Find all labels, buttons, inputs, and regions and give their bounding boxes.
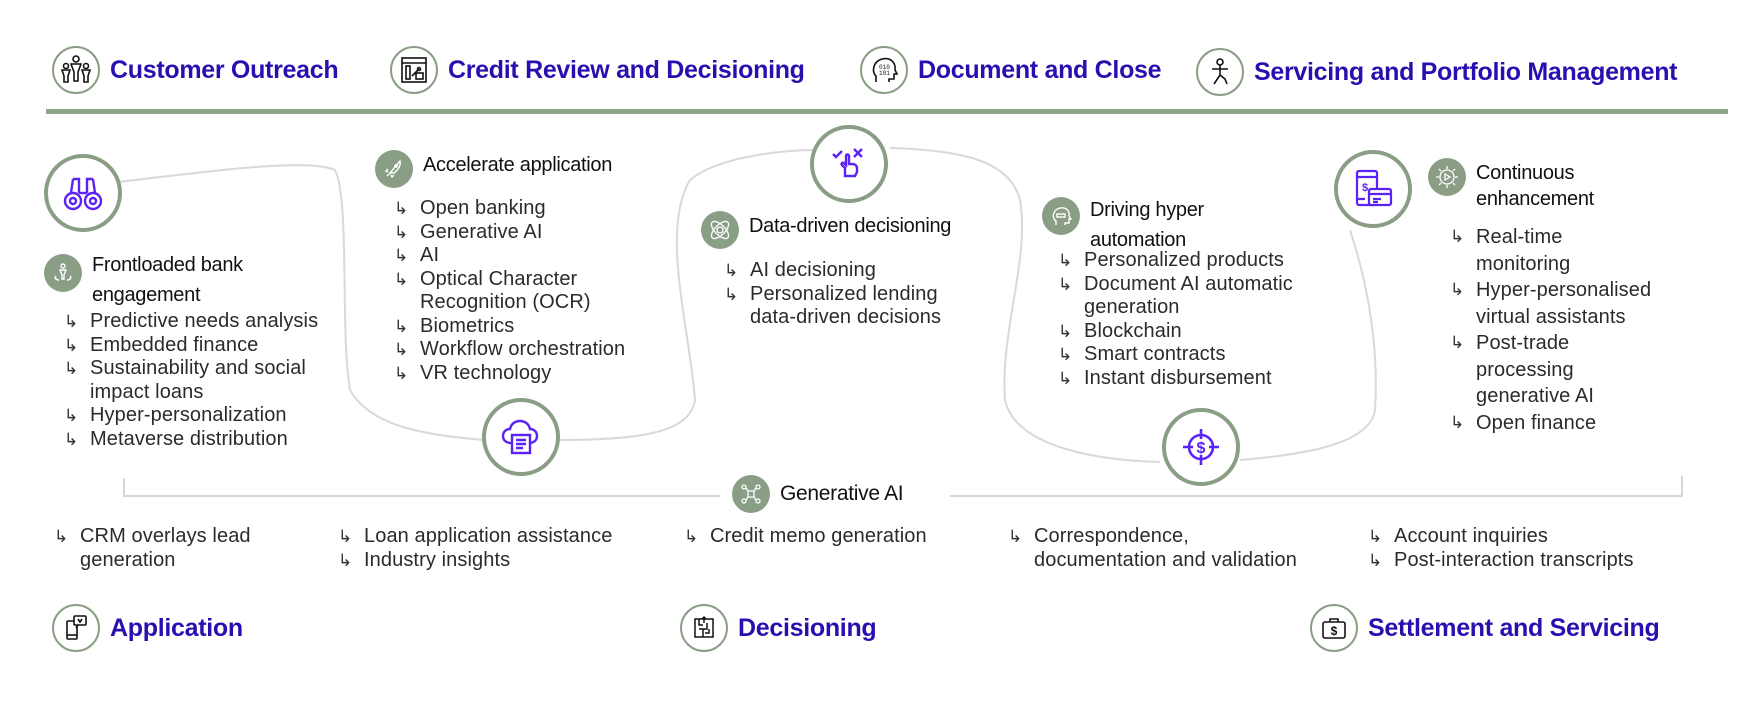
- list-item: Account inquiries: [1366, 525, 1706, 549]
- list-item: Open banking: [392, 197, 662, 221]
- list-item: Blockchain: [1056, 320, 1326, 344]
- capability-title: Frontloaded bank engagement: [92, 254, 243, 306]
- genai-column-2: Loan application assistance Industry ins…: [336, 525, 656, 572]
- capability-title: Accelerate application: [423, 154, 613, 176]
- stage-settlement-servicing: $ Settlement and Servicing: [1310, 604, 1660, 652]
- svg-text:101: 101: [879, 70, 890, 77]
- list-item: Personalized products: [1056, 249, 1326, 273]
- list-item: Credit memo generation: [682, 525, 982, 549]
- capability-continuous: Continuous enhancement: [1428, 158, 1626, 212]
- top-divider: [46, 109, 1728, 114]
- rocket-icon: [375, 150, 413, 188]
- list-item: Biometrics: [392, 315, 662, 339]
- stage-customer-outreach: Customer Outreach: [52, 46, 339, 94]
- stage-title: Settlement and Servicing: [1368, 613, 1660, 642]
- phone-card-payment-icon: $: [1334, 150, 1412, 228]
- list-item: CRM overlays lead generation: [52, 525, 292, 572]
- list-item: Sustainability and social impact loans: [62, 357, 352, 404]
- list-item: Predictive needs analysis: [62, 310, 352, 334]
- stage-decisioning: Decisioning: [680, 604, 877, 652]
- capability-frontloaded: Frontloaded bank engagement: [44, 250, 292, 310]
- list-item: Workflow orchestration: [392, 338, 662, 362]
- list-item: Post-trade processing generative AI: [1448, 330, 1626, 410]
- stage-title: Credit Review and Decisioning: [448, 55, 805, 84]
- stage-title: Decisioning: [738, 613, 877, 642]
- stage-title: Servicing and Portfolio Management: [1254, 57, 1678, 86]
- list-item: AI decisioning: [722, 259, 972, 283]
- list-item: Smart contracts: [1056, 343, 1326, 367]
- stage-title: Application: [110, 613, 243, 642]
- list-item: Hyper-personalization: [62, 404, 352, 428]
- gear-play-icon: [1428, 158, 1466, 196]
- list-item: Hyper-personalised virtual assistants: [1448, 277, 1678, 330]
- generative-ai-title: Generative AI: [780, 482, 904, 505]
- svg-text:010: 010: [879, 64, 890, 71]
- people-network-icon: [52, 46, 100, 94]
- atom-icon: [701, 211, 739, 249]
- phone-chat-icon: [52, 604, 100, 652]
- capability-accelerate: Accelerate application: [375, 150, 612, 188]
- head-chip-icon: [1042, 197, 1080, 235]
- stick-figure-icon: [1196, 48, 1244, 96]
- list-item: Document AI automatic generation: [1056, 273, 1326, 320]
- list-item: Metaverse distribution: [62, 428, 352, 452]
- list-item: Real-time monitoring: [1448, 224, 1606, 277]
- genai-column-1: CRM overlays lead generation: [52, 525, 292, 572]
- briefcase-dollar-icon: $: [1310, 604, 1358, 652]
- list-item: Personalized lending data-driven decisio…: [722, 283, 972, 330]
- capability-list-data-driven: AI decisioning Personalized lending data…: [722, 259, 972, 330]
- binoculars-icon: [44, 154, 122, 232]
- browser-flow-icon: [390, 46, 438, 94]
- capability-list-accelerate: Open banking Generative AI AI Optical Ch…: [392, 197, 662, 385]
- stage-title: Document and Close: [918, 55, 1162, 84]
- list-item: Post-interaction transcripts: [1366, 549, 1706, 573]
- capability-list-hyper-automation: Personalized products Document AI automa…: [1056, 249, 1326, 390]
- capability-list-frontloaded: Predictive needs analysis Embedded finan…: [62, 310, 352, 451]
- svg-text:$: $: [1197, 440, 1206, 457]
- list-item: Industry insights: [336, 549, 656, 573]
- capability-title: Continuous enhancement: [1476, 162, 1594, 210]
- stage-servicing-portfolio: Servicing and Portfolio Management: [1196, 48, 1678, 96]
- list-item: AI: [392, 244, 662, 268]
- capability-data-driven: Data-driven decisioning: [701, 211, 951, 249]
- list-item: Embedded finance: [62, 334, 352, 358]
- svg-text:$: $: [1331, 624, 1338, 638]
- list-item: Optical Character Recognition (OCR): [392, 268, 662, 315]
- list-item: VR technology: [392, 362, 662, 386]
- list-item: Correspondence, documentation and valida…: [1006, 525, 1316, 572]
- list-item: Open finance: [1448, 410, 1678, 437]
- list-item: Loan application assistance: [336, 525, 656, 549]
- hand-check-cross-icon: [810, 125, 888, 203]
- svg-text:$: $: [1362, 182, 1368, 194]
- capability-title: Data-driven decisioning: [749, 215, 952, 237]
- list-item: Instant disbursement: [1056, 367, 1326, 391]
- stage-title: Customer Outreach: [110, 55, 339, 84]
- maze-icon: [680, 604, 728, 652]
- genai-column-3: Credit memo generation: [682, 525, 982, 549]
- capability-hyper-automation: Driving hyper automation: [1042, 195, 1260, 255]
- genai-column-5: Account inquiries Post-interaction trans…: [1366, 525, 1706, 572]
- capability-title: Driving hyper automation: [1090, 199, 1204, 251]
- genai-column-4: Correspondence, documentation and valida…: [1006, 525, 1316, 572]
- stage-application: Application: [52, 604, 243, 652]
- person-meditate-icon: [44, 254, 82, 292]
- stage-credit-review: Credit Review and Decisioning: [390, 46, 805, 94]
- generative-ai-label: Generative AI: [720, 475, 916, 513]
- neural-network-icon: [732, 475, 770, 513]
- capability-list-continuous: Real-time monitoring Hyper-personalised …: [1448, 224, 1678, 436]
- list-item: Generative AI: [392, 221, 662, 245]
- dollar-target-icon: $: [1162, 408, 1240, 486]
- cloud-document-icon: [482, 398, 560, 476]
